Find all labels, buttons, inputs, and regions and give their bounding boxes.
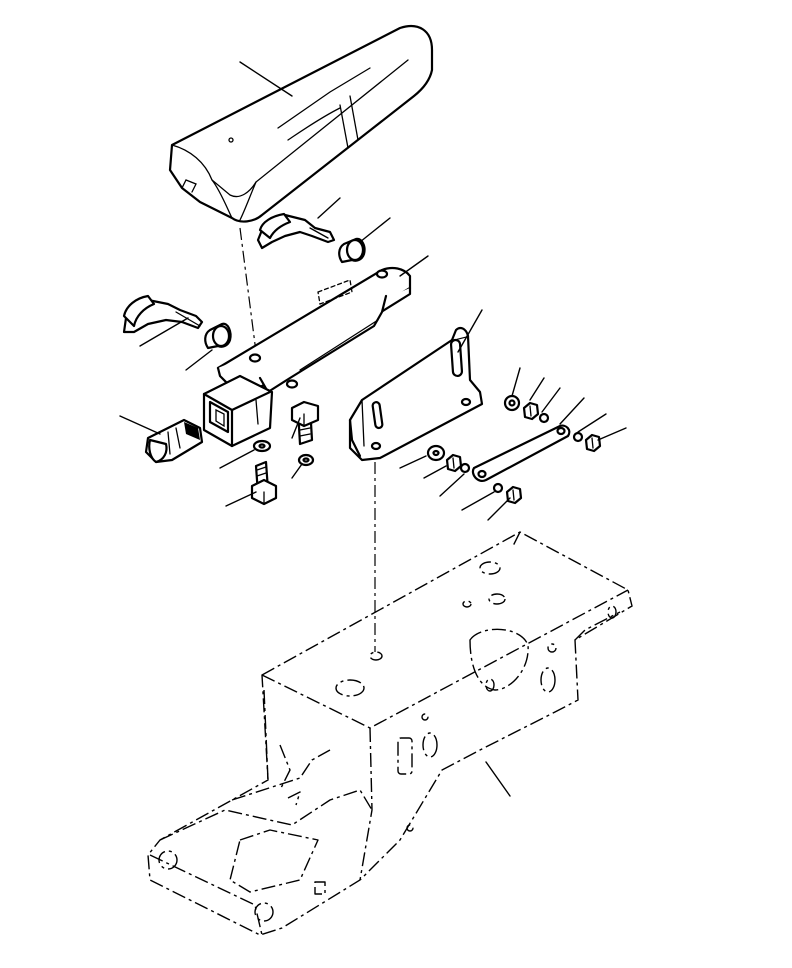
nut-b bbox=[445, 453, 463, 473]
armrest-pad bbox=[168, 24, 434, 223]
square-tube bbox=[202, 374, 274, 448]
bushing-left bbox=[204, 322, 232, 350]
washer-b bbox=[297, 453, 315, 467]
washer-a bbox=[252, 439, 272, 453]
top-plate bbox=[216, 266, 412, 394]
washer-g bbox=[572, 431, 584, 443]
bolt-lower bbox=[250, 460, 278, 506]
washer-e bbox=[538, 412, 550, 424]
alignment-centerline bbox=[239, 227, 257, 353]
console-frame bbox=[147, 531, 633, 936]
bolt-upper bbox=[290, 400, 320, 446]
nut-c bbox=[584, 433, 602, 453]
washer-c bbox=[503, 394, 521, 412]
link-bar bbox=[471, 424, 571, 482]
washer-d bbox=[426, 444, 446, 462]
lever-left bbox=[122, 294, 204, 334]
side-bracket bbox=[348, 326, 484, 462]
nut-a bbox=[522, 401, 540, 421]
nut-d bbox=[505, 485, 523, 505]
plug bbox=[144, 418, 204, 464]
washer-f bbox=[459, 462, 471, 474]
bushing-right bbox=[338, 237, 366, 264]
lever-right bbox=[256, 212, 336, 250]
leader-lines bbox=[119, 61, 627, 797]
washer-h bbox=[492, 482, 504, 494]
